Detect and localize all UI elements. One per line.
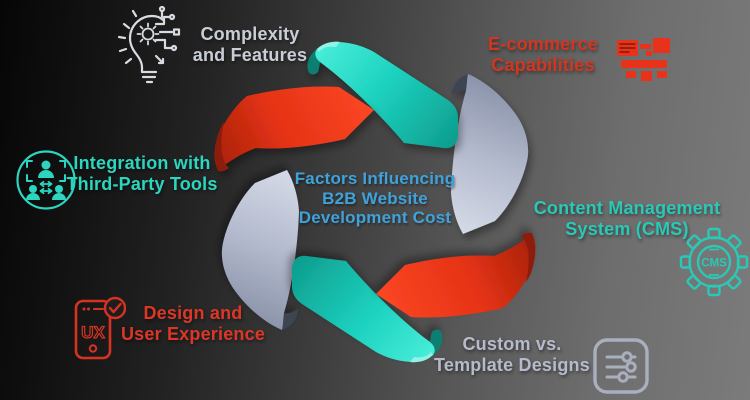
ux-phone-icon: UX <box>74 296 126 360</box>
factor-label-integration: Integration with Third-Party Tools <box>64 153 220 195</box>
factor-line: and Features <box>192 45 308 65</box>
factor-line: Content Management <box>533 198 721 218</box>
title-line-2: B2B Website <box>322 188 428 208</box>
ribbon-red-bottom-right <box>376 233 535 318</box>
factor-line: Third-Party Tools <box>66 174 218 194</box>
ux-icon-label: UX <box>81 323 105 342</box>
factor-line: System (CMS) <box>565 219 689 239</box>
factor-label-ecommerce: E-commerce Capabilities <box>478 34 608 76</box>
cms-icon-label: CMS <box>701 258 727 270</box>
factor-line: Complexity <box>200 24 300 44</box>
factor-line: Custom vs. <box>462 334 562 354</box>
factor-label-design-ux: Design and User Experience <box>115 303 271 345</box>
factor-label-custom-template: Custom vs. Template Designs <box>428 334 596 376</box>
ribbon-teal-band <box>315 41 458 149</box>
factor-label-complexity: Complexity and Features <box>185 24 315 66</box>
ribbon-gray-band <box>451 74 529 234</box>
team-network-icon <box>16 150 76 210</box>
cms-gear-icon: CMS <box>679 227 749 297</box>
title-line-1: Factors Influencing <box>294 169 456 188</box>
design-sliders-icon <box>593 338 649 394</box>
ribbon-red-curl <box>214 122 229 172</box>
factor-line: Integration with <box>73 153 211 173</box>
factor-line: Template Designs <box>434 355 590 375</box>
online-store-icon <box>617 38 670 81</box>
ribbon-teal <box>307 41 458 149</box>
ribbon-red-band <box>214 86 374 170</box>
factor-label-cms: Content Management System (CMS) <box>525 198 729 240</box>
page-title: Factors Influencing B2B Website Developm… <box>285 169 465 228</box>
factor-line: Design and <box>143 303 243 323</box>
factor-line: E-commerce <box>487 34 599 54</box>
ribbon-gray <box>451 74 529 234</box>
ribbon-red <box>214 86 374 172</box>
lightbulb-circuit-icon <box>117 5 181 84</box>
ribbon-teal-lip <box>317 41 340 52</box>
title-line-3: Development Cost <box>298 208 452 227</box>
factor-line: Capabilities <box>491 55 595 75</box>
factor-line: User Experience <box>120 324 266 344</box>
